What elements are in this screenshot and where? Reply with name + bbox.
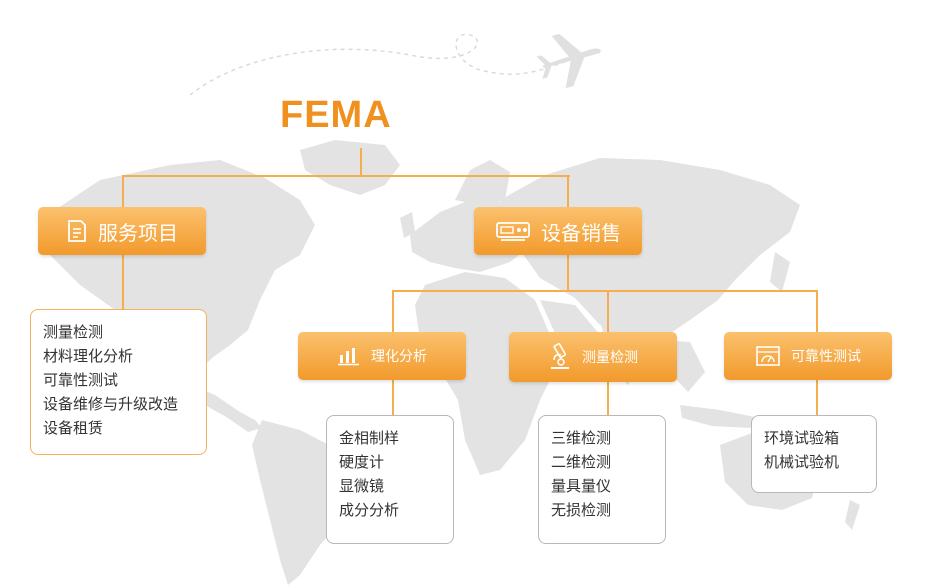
connector-line xyxy=(607,290,609,332)
connector-line xyxy=(816,290,818,332)
service-projects-header: 服务项目 xyxy=(38,207,206,255)
list-item: 设备租赁 xyxy=(43,419,104,437)
instrument-icon xyxy=(495,220,531,242)
list-item: 量具量仪 xyxy=(551,477,612,495)
reliability-testing-list: 环境试验箱 机械试验机 xyxy=(751,415,877,493)
document-icon xyxy=(66,219,88,243)
equipment-sales-label: 设备销售 xyxy=(541,220,621,245)
connector-line xyxy=(567,175,569,207)
list-item: 设备维修与升级改造 xyxy=(43,395,179,413)
connector-line xyxy=(392,290,818,292)
list-item: 无损检测 xyxy=(551,501,612,519)
list-item: 机械试验机 xyxy=(764,453,840,471)
reliability-testing-header: 可靠性测试 xyxy=(724,332,892,380)
list-item: 金相制样 xyxy=(339,429,400,447)
microscope-icon xyxy=(548,343,572,371)
test-chamber-icon xyxy=(755,345,781,367)
list-item: 材料理化分析 xyxy=(43,347,134,365)
connector-line xyxy=(392,290,394,332)
connector-line xyxy=(360,148,362,176)
reliability-testing-label: 可靠性测试 xyxy=(791,349,861,365)
physical-chemical-analysis-list: 金相制样 硬度计 显微镜 成分分析 xyxy=(326,415,454,544)
fema-logo: FEMA xyxy=(280,94,392,136)
list-item: 显微镜 xyxy=(339,477,385,495)
connector-line xyxy=(392,380,394,416)
list-item: 三维检测 xyxy=(551,429,612,447)
physical-chemical-analysis-label: 理化分析 xyxy=(371,349,427,365)
service-list: 测量检测 材料理化分析 可靠性测试 设备维修与升级改造 设备租赁 xyxy=(30,309,207,455)
bar-chart-icon xyxy=(337,346,361,366)
measurement-inspection-header: 测量检测 xyxy=(509,332,677,382)
connector-line xyxy=(122,175,570,177)
connector-line xyxy=(122,255,124,310)
connector-line xyxy=(816,380,818,416)
measurement-inspection-list: 三维检测 二维检测 量具量仪 无损检测 xyxy=(538,415,666,544)
list-item: 二维检测 xyxy=(551,453,612,471)
connector-line xyxy=(567,255,569,291)
measurement-inspection-label: 测量检测 xyxy=(582,350,638,366)
connector-line xyxy=(607,382,609,416)
physical-chemical-analysis-header: 理化分析 xyxy=(298,332,466,380)
list-item: 可靠性测试 xyxy=(43,371,119,389)
list-item: 成分分析 xyxy=(339,501,400,519)
list-item: 测量检测 xyxy=(43,323,104,341)
equipment-sales-header: 设备销售 xyxy=(474,207,642,255)
list-item: 环境试验箱 xyxy=(764,429,840,447)
connector-line xyxy=(122,175,124,207)
service-projects-label: 服务项目 xyxy=(98,220,178,245)
list-item: 硬度计 xyxy=(339,453,385,471)
